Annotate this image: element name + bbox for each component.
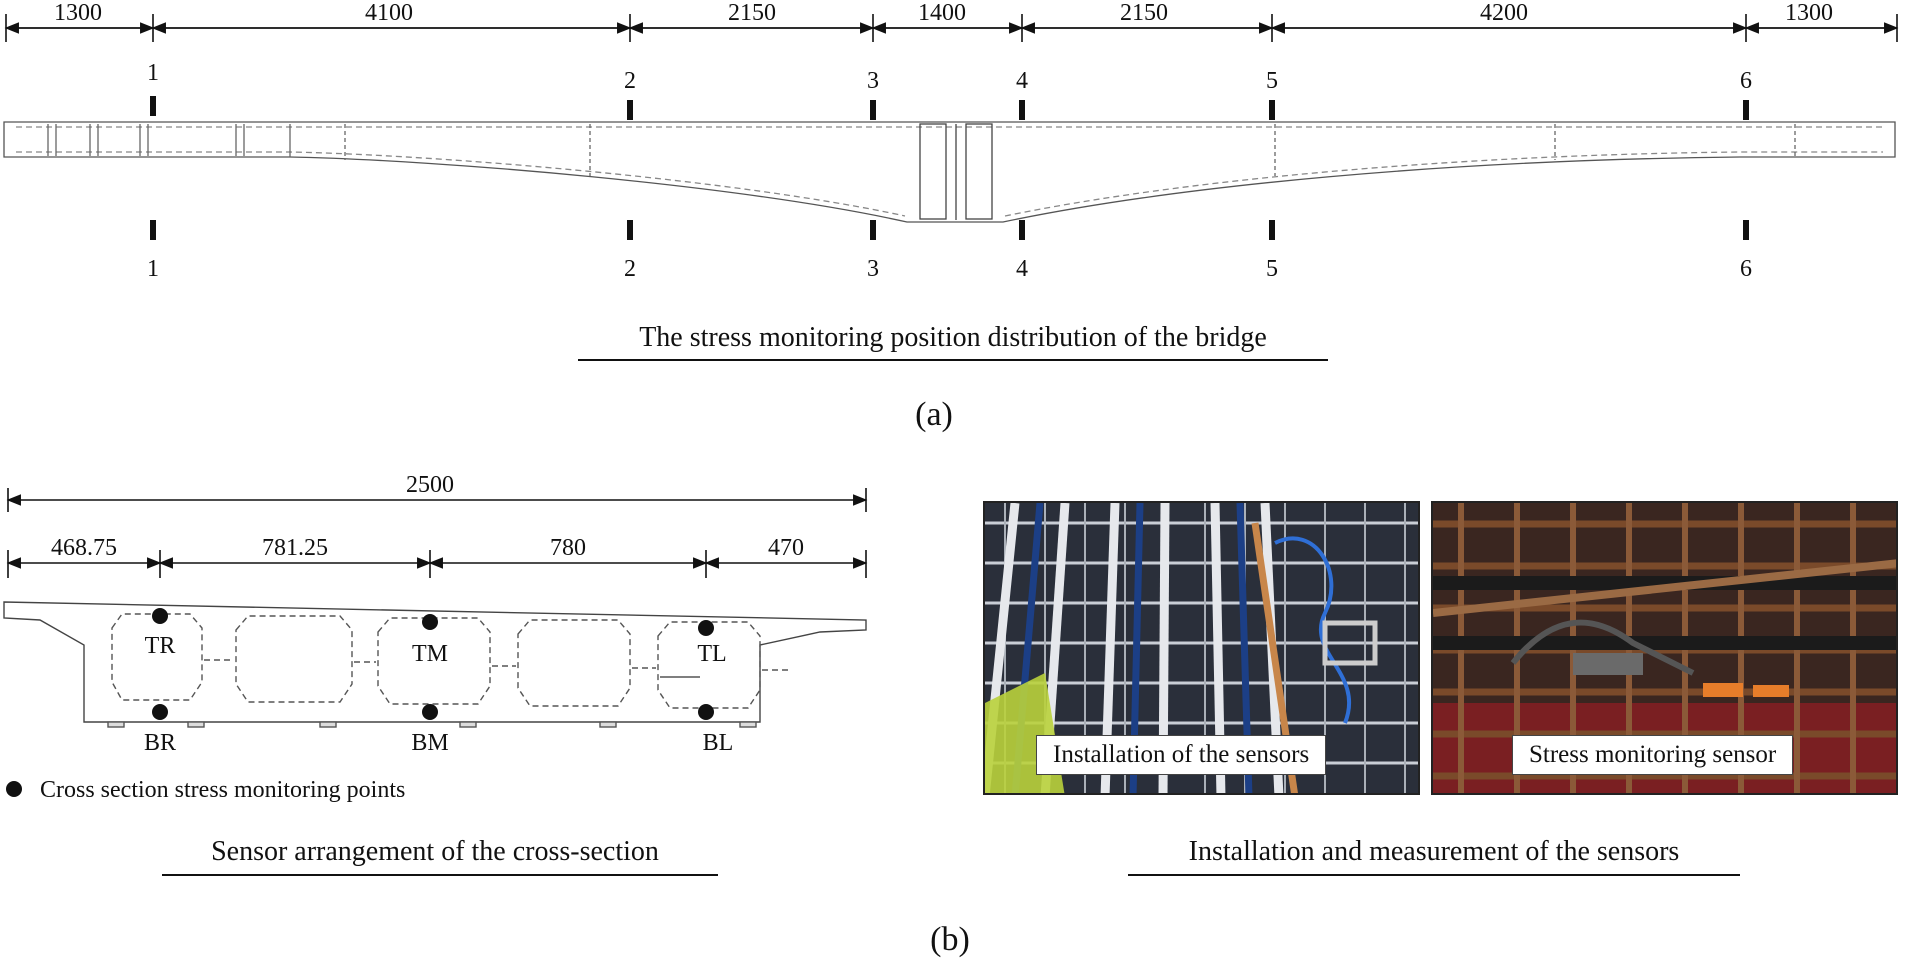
- panel-label-b: (b): [930, 921, 970, 958]
- photo-right-caption: Stress monitoring sensor: [1512, 735, 1794, 775]
- point-label-bl: BL: [703, 730, 734, 756]
- point-label-tl: TL: [697, 641, 726, 667]
- section-labels-bottom: 1 2 3 4 5 6: [147, 256, 1752, 282]
- section-label: 6: [1740, 68, 1752, 94]
- point-br-dot: [152, 704, 168, 720]
- photos-caption: Installation and measurement of the sens…: [1189, 836, 1680, 867]
- segment-label: 468.75: [51, 535, 117, 561]
- span-label: 1300: [54, 0, 102, 26]
- legend-text: Cross section stress monitoring points: [40, 777, 405, 803]
- elevation-caption: The stress monitoring position distribut…: [639, 322, 1267, 353]
- section-marker: [1269, 100, 1275, 120]
- section-marker: [1019, 220, 1025, 240]
- monitoring-point-labels: TR TM TL BR BM BL: [144, 633, 733, 756]
- point-bl-dot: [698, 704, 714, 720]
- span-label: 2150: [1120, 0, 1168, 26]
- section-label: 6: [1740, 256, 1752, 282]
- span-label: 4200: [1480, 0, 1528, 26]
- point-tl-dot: [698, 620, 714, 636]
- point-bm-dot: [422, 704, 438, 720]
- segment-labels: 468.75 781.25 780 470: [51, 535, 804, 561]
- section-marker: [870, 220, 876, 240]
- section-marker: [1743, 100, 1749, 120]
- cross-section-dimensions: [6, 488, 868, 578]
- section-marker: [150, 220, 156, 240]
- section-labels-top: 1 2 3 4 5 6: [147, 60, 1752, 94]
- section-marker: [1743, 220, 1749, 240]
- section-label: 5: [1266, 256, 1278, 282]
- box-girder-cross-section: [3, 601, 867, 728]
- section-marker: [627, 100, 633, 120]
- section-label: 1: [147, 256, 159, 282]
- segment-label: 781.25: [262, 535, 328, 561]
- point-tm-dot: [422, 614, 438, 630]
- photo-left-caption: Installation of the sensors: [1036, 735, 1327, 775]
- span-label: 2150: [728, 0, 776, 26]
- section-marker: [627, 220, 633, 240]
- elevation-dimension-line: [4, 14, 1899, 42]
- point-label-tm: TM: [412, 641, 448, 667]
- span-label: 1400: [918, 0, 966, 26]
- total-width-label: 2500: [406, 472, 454, 498]
- monitoring-point-dots: [152, 608, 714, 720]
- point-label-br: BR: [144, 730, 176, 756]
- segment-label: 470: [768, 535, 804, 561]
- section-label: 2: [624, 68, 636, 94]
- span-label: 4100: [365, 0, 413, 26]
- cross-section-caption: Sensor arrangement of the cross-section: [211, 836, 659, 867]
- point-label-tr: TR: [145, 633, 176, 659]
- section-label: 5: [1266, 68, 1278, 94]
- section-marker: [1019, 100, 1025, 120]
- panel-label-a: (a): [915, 396, 953, 433]
- section-markers: [150, 96, 1749, 240]
- segment-label: 780: [550, 535, 586, 561]
- elevation-span-labels: 1300 4100 2150 1400 2150 4200 1300: [54, 0, 1833, 26]
- span-label: 1300: [1785, 0, 1833, 26]
- legend-dot: [6, 781, 22, 797]
- section-marker: [150, 96, 156, 116]
- section-label: 4: [1016, 68, 1028, 94]
- section-label: 4: [1016, 256, 1028, 282]
- point-tr-dot: [152, 608, 168, 624]
- section-label: 3: [867, 256, 879, 282]
- section-marker: [1269, 220, 1275, 240]
- point-label-bm: BM: [411, 730, 448, 756]
- bridge-elevation: [3, 121, 1896, 223]
- section-label: 3: [867, 68, 879, 94]
- section-label: 1: [147, 60, 159, 86]
- section-marker: [870, 100, 876, 120]
- section-label: 2: [624, 256, 636, 282]
